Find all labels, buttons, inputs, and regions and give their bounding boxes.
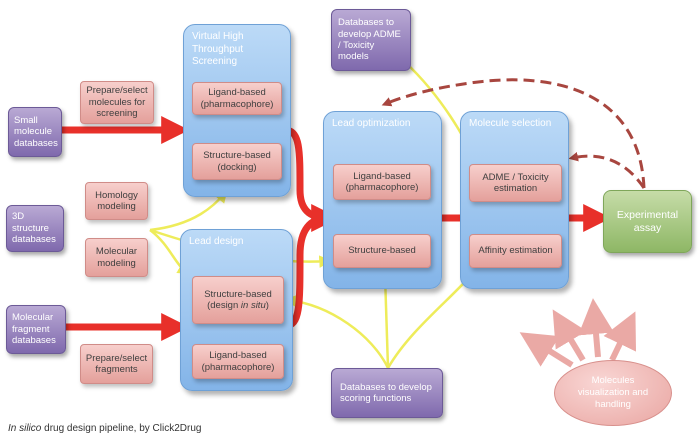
lead-design-in-situ-label: (design in situ) [207,300,269,311]
arrow-scoring-to-structure-based [379,271,392,369]
lead-design-panel: Lead design Structure-based (design in s… [180,229,293,391]
lead-optimization-title: Lead optimization [332,118,411,129]
lead-optimization-structure-based: Structure-based [333,234,431,268]
vhts-title: Virtual High Throughput Screening [192,31,244,67]
viz-arrow-3 [578,298,614,358]
molecule-selection-panel: Molecule selection ADME / Toxicity estim… [460,111,569,289]
lead-design-title: Lead design [189,236,244,247]
arrow-scoring-to-design-in-situ [284,294,390,369]
figure-caption: In silico drug design pipeline, by Click… [8,423,202,434]
homology-modeling: Homology modeling [85,182,148,220]
lead-design-structure-label: Structure-based [204,288,272,300]
molecules-visualization: Molecules visualization and handling [554,360,672,426]
arrow-vhts-to-lead-optimization [200,126,340,232]
feedback-to-lead-optimization [381,78,646,189]
vhts-ligand-based: Ligand-based (pharmacophore) [192,82,282,115]
small-molecule-databases: Small molecule databases [8,107,62,157]
vhts-structure-based: Structure-based (docking) [192,143,282,180]
feedback-flows [381,78,646,189]
lead-design-ligand-based: Ligand-based (pharmacophore) [192,344,284,379]
molecular-modeling: Molecular modeling [85,238,148,277]
experimental-assay: Experimental assay [603,190,692,253]
admet-databases: Databases to develop ADME / Toxicity mod… [331,9,411,71]
prepare-molecules: Prepare/select molecules for screening [80,81,154,124]
feedback-to-molecule-selection [568,152,646,189]
lead-optimization-ligand-based: Ligand-based (pharmacophore) [333,164,431,200]
lead-optimization-panel: Lead optimization Ligand-based (pharmaco… [323,111,442,289]
scoring-databases: Databases to develop scoring functions [331,368,443,418]
molecular-fragment-databases: Molecular fragment databases [6,305,66,354]
arrow-3d-to-docking [149,190,228,232]
lead-design-structure-based: Structure-based (design in situ) [192,276,284,324]
viz-arrow-2 [552,309,587,362]
visualization-arrows [519,298,637,368]
admet-estimation: ADME / Toxicity estimation [469,164,562,202]
molecule-selection-title: Molecule selection [469,118,552,129]
viz-arrow-4 [603,311,637,362]
affinity-estimation: Affinity estimation [469,234,562,268]
vhts-panel: Virtual High Throughput Screening Ligand… [183,24,291,197]
prepare-fragments: Prepare/select fragments [80,344,153,384]
viz-arrow-1 [519,332,574,368]
3d-structure-databases: 3D structure databases [6,205,64,252]
